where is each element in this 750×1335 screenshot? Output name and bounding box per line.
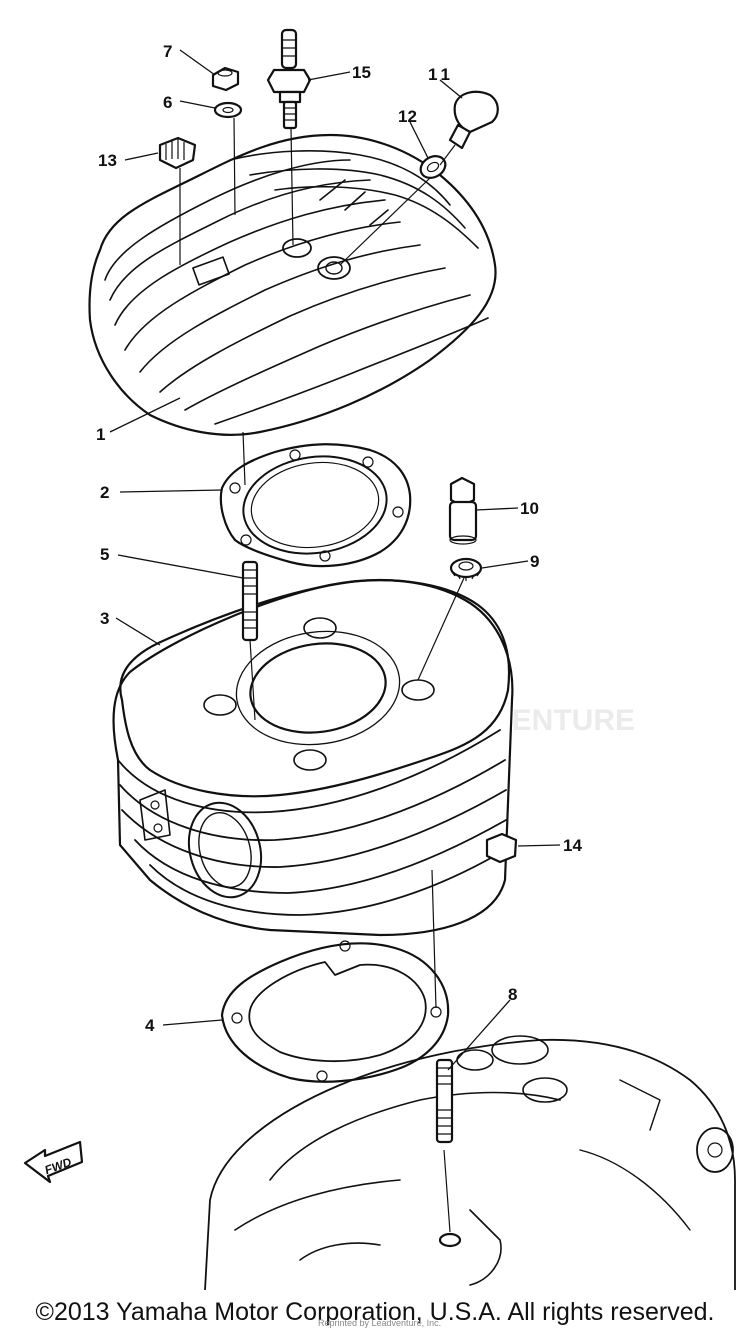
lock-washer [449, 557, 483, 581]
part-label-15: 15 [352, 63, 371, 82]
washer [213, 101, 243, 119]
cylinder-head [88, 133, 497, 436]
part-label-6: 6 [163, 93, 172, 112]
part-label-10: 10 [520, 499, 539, 518]
leader-lines [109, 49, 561, 1071]
reprint-notice: Reprinted by Leadventure, Inc. [318, 1318, 442, 1328]
cylinder [112, 578, 514, 937]
base-gasket [220, 940, 450, 1083]
part-label-4: 4 [145, 1016, 155, 1035]
gasket-washer [419, 155, 447, 179]
copyright-text: ©2013 Yamaha Motor Corporation, U.S.A. A… [35, 1298, 715, 1326]
part-label-13: 13 [98, 151, 117, 170]
part-label-7: 7 [163, 42, 172, 61]
spark-plug [266, 28, 312, 130]
damper-block-small [485, 832, 518, 864]
part-number-labels: 7 6 13 15 11 12 1 2 5 3 10 9 14 4 8 [96, 42, 582, 1035]
long-nut [448, 476, 478, 545]
exploded-parts-diagram: LEADVENTURE [23, 28, 736, 1290]
part-label-2: 2 [100, 483, 109, 502]
part-label-12: 12 [398, 107, 417, 126]
part-label-14: 14 [563, 836, 582, 855]
damper-block [158, 136, 197, 170]
part-label-3: 3 [100, 609, 109, 628]
part-label-8: 8 [508, 985, 517, 1004]
stud-bolt-lower [435, 1058, 462, 1248]
part-label-5: 5 [100, 545, 109, 564]
part-label-11: 11 [428, 65, 454, 84]
part-label-9: 9 [530, 552, 539, 571]
footer: ©2013 Yamaha Motor Corporation, U.S.A. A… [0, 1292, 750, 1332]
head-gasket [219, 443, 412, 568]
stud-bolt-upper [241, 560, 259, 642]
part-label-1: 1 [96, 425, 105, 444]
plug-bolt [448, 90, 499, 150]
crankcase [204, 1035, 736, 1290]
forward-arrow-icon: FWD [23, 1140, 84, 1184]
assembly-lines [179, 117, 465, 1233]
nut [211, 66, 240, 92]
